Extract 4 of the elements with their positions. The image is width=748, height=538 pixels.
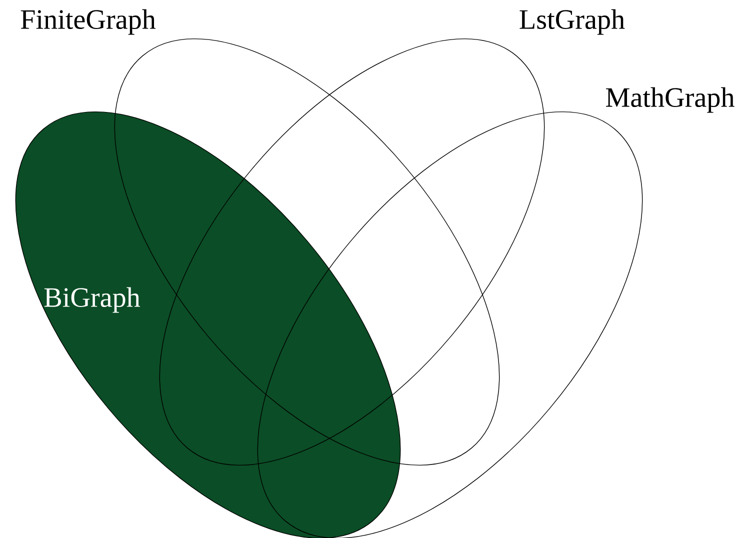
set-label: LstGraph [520, 9, 625, 35]
set-label: BiGraph [44, 287, 140, 313]
set-label: FiniteGraph [20, 9, 156, 35]
set-label: MathGraph [606, 87, 734, 113]
